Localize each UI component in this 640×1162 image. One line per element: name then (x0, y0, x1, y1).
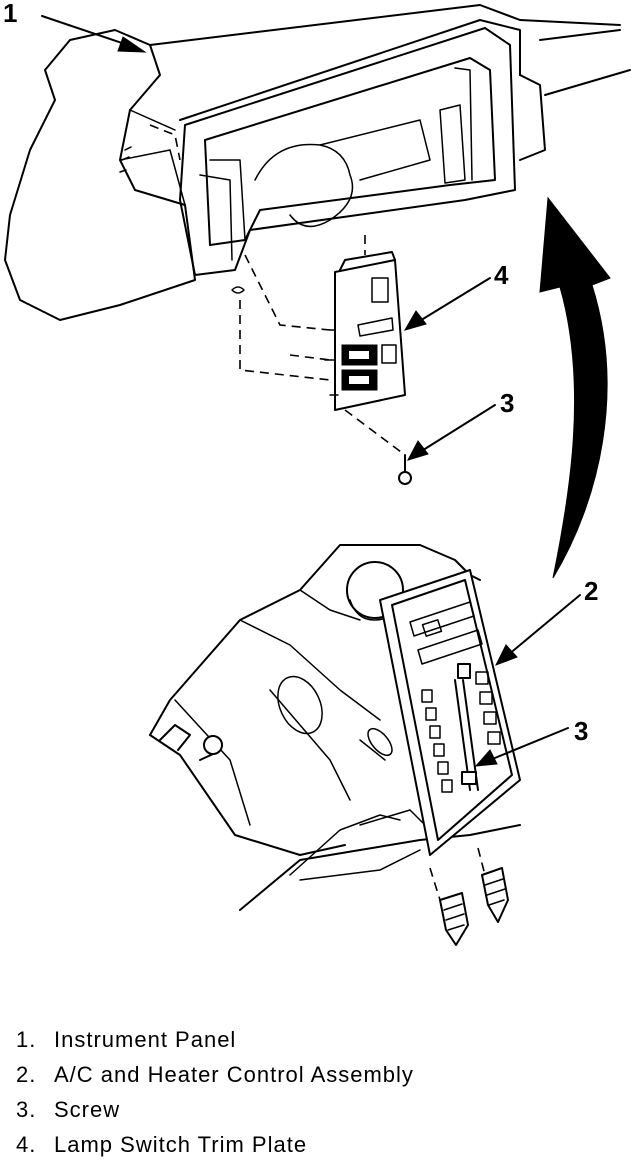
legend-label: Instrument Panel (54, 1027, 237, 1052)
callout-leaders (41, 15, 581, 767)
lamp-switch-trim-plate (324, 251, 406, 411)
legend-number: 4. (16, 1132, 37, 1157)
callout-1: 1 (3, 0, 17, 28)
legend-number: 3. (16, 1097, 37, 1122)
legend-number: 2. (16, 1062, 37, 1087)
legend-item: 1. Instrument Panel (16, 1022, 414, 1057)
callout-4: 4 (494, 260, 509, 290)
callout-2: 2 (584, 576, 598, 606)
install-direction-arrow (539, 196, 611, 579)
parts-legend: 1. Instrument Panel 2. A/C and Heater Cont… (16, 1022, 414, 1162)
legend-label: Lamp Switch Trim Plate (54, 1132, 308, 1157)
callout-3-lower: 3 (574, 716, 588, 746)
assembly-guide-lines-upper (231, 235, 412, 485)
exploded-view-diagram: 1 4 3 2 3 (3, 0, 631, 946)
instrument-panel (4, 4, 631, 321)
callout-3-upper: 3 (500, 388, 514, 418)
legend-item: 3. Screw (16, 1092, 414, 1127)
ac-heater-control-assembly (149, 544, 521, 946)
screw-left (429, 867, 469, 946)
legend-label: Screw (54, 1097, 121, 1122)
legend-label: A/C and Heater Control Assembly (54, 1062, 414, 1087)
legend-number: 1. (16, 1027, 37, 1052)
legend-item: 2. A/C and Heater Control Assembly (16, 1057, 414, 1092)
legend-item: 4. Lamp Switch Trim Plate (16, 1127, 414, 1162)
screw-right (477, 847, 509, 923)
